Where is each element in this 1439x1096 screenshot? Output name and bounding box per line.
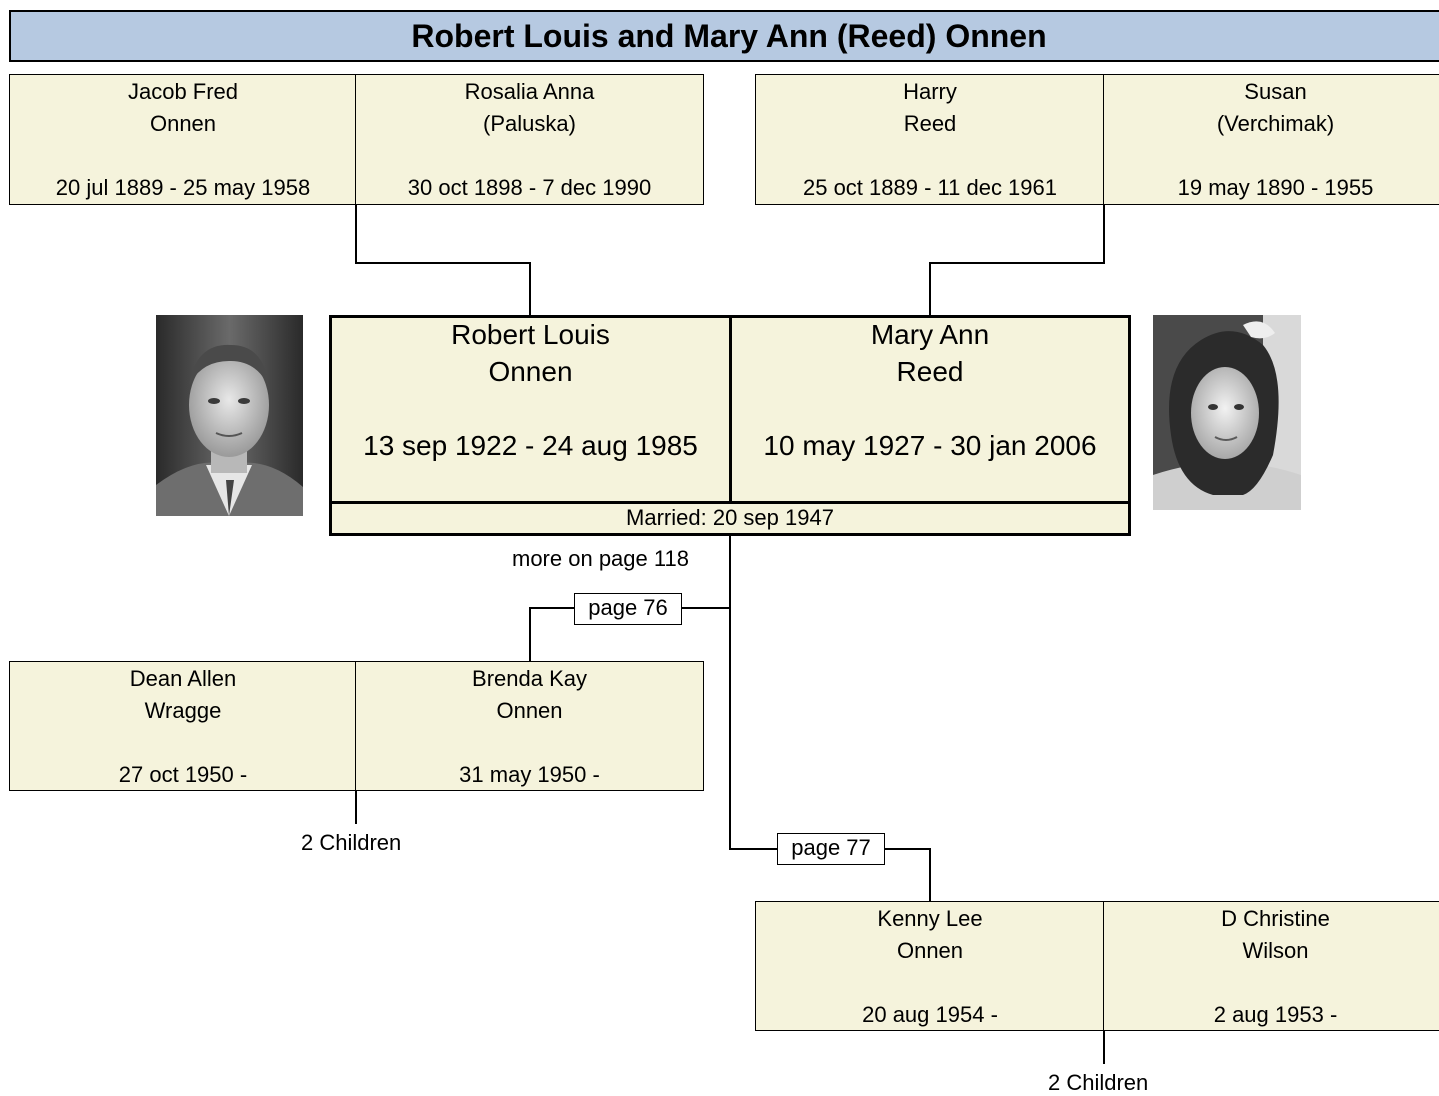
connector-line — [355, 204, 357, 264]
person-card-husband-mother[interactable]: Rosalia Anna (Paluska) 30 oct 1898 - 7 d… — [355, 74, 704, 205]
life-dates: 20 jul 1889 - 25 may 1958 — [55, 175, 311, 200]
connector-line — [355, 262, 531, 264]
given-name: Mary Ann — [870, 319, 990, 350]
given-name: Dean Allen — [129, 666, 237, 691]
surname: (Verchimak) — [1216, 111, 1335, 136]
connector-line — [529, 607, 531, 662]
connector-line — [1103, 204, 1105, 264]
given-name: Kenny Lee — [877, 906, 983, 931]
page-ref-77[interactable]: page 77 — [777, 833, 885, 865]
given-name: Brenda Kay — [472, 666, 587, 691]
person-card-wife-father[interactable]: Harry Reed 25 oct 1889 - 11 dec 1961 — [755, 74, 1105, 205]
more-page-link[interactable]: more on page 118 — [512, 546, 689, 571]
surname: Onnen — [149, 111, 217, 136]
life-dates: 13 sep 1922 - 24 aug 1985 — [363, 430, 698, 461]
connector-line — [929, 262, 1105, 264]
connector-line — [355, 790, 357, 824]
life-dates: 31 may 1950 - — [459, 762, 600, 787]
surname: Wilson — [1242, 938, 1309, 963]
children-count[interactable]: 2 Children — [1048, 1070, 1149, 1095]
person-card-wife-mother[interactable]: Susan (Verchimak) 19 may 1890 - 1955 — [1103, 74, 1439, 205]
husband-photo — [156, 315, 303, 516]
surname: Onnen — [488, 356, 573, 387]
life-dates: 20 aug 1954 - — [862, 1002, 998, 1027]
person-card-husband[interactable]: Robert Louis Onnen 13 sep 1922 - 24 aug … — [329, 315, 732, 504]
connector-line — [1103, 1030, 1105, 1064]
connector-line — [529, 262, 531, 316]
surname: (Paluska) — [483, 111, 576, 136]
life-dates: 2 aug 1953 - — [1213, 1002, 1338, 1027]
given-name: Robert Louis — [451, 319, 610, 350]
person-card-child2-spouse[interactable]: D Christine Wilson 2 aug 1953 - — [1103, 901, 1439, 1031]
life-dates: 10 may 1927 - 30 jan 2006 — [763, 430, 1097, 461]
connector-line — [729, 535, 731, 850]
life-dates: 27 oct 1950 - — [118, 762, 248, 787]
surname: Wragge — [144, 698, 222, 723]
person-card-child2[interactable]: Kenny Lee Onnen 20 aug 1954 - — [755, 901, 1105, 1031]
given-name: Rosalia Anna — [464, 79, 595, 104]
person-card-child1[interactable]: Brenda Kay Onnen 31 may 1950 - — [355, 661, 704, 791]
surname: Reed — [903, 111, 957, 136]
person-card-wife[interactable]: Mary Ann Reed 10 may 1927 - 30 jan 2006 — [729, 315, 1131, 504]
given-name: Susan — [1244, 79, 1307, 104]
person-card-husband-father[interactable]: Jacob Fred Onnen 20 jul 1889 - 25 may 19… — [9, 74, 357, 205]
connector-line — [929, 848, 931, 902]
page-title: Robert Louis and Mary Ann (Reed) Onnen — [9, 10, 1439, 62]
wife-photo — [1153, 315, 1301, 510]
children-count[interactable]: 2 Children — [301, 830, 402, 855]
given-name: Harry — [903, 79, 957, 104]
marriage-date: Married: 20 sep 1947 — [329, 501, 1131, 536]
connector-line — [929, 262, 931, 316]
page-ref-76[interactable]: page 76 — [574, 593, 682, 625]
life-dates: 19 may 1890 - 1955 — [1177, 175, 1374, 200]
person-card-child1-spouse[interactable]: Dean Allen Wragge 27 oct 1950 - — [9, 661, 357, 791]
life-dates: 25 oct 1889 - 11 dec 1961 — [802, 175, 1057, 200]
life-dates: 30 oct 1898 - 7 dec 1990 — [407, 175, 652, 200]
given-name: D Christine — [1221, 906, 1330, 931]
given-name: Jacob Fred — [127, 79, 239, 104]
surname: Reed — [896, 356, 964, 387]
surname: Onnen — [496, 698, 563, 723]
surname: Onnen — [896, 938, 964, 963]
